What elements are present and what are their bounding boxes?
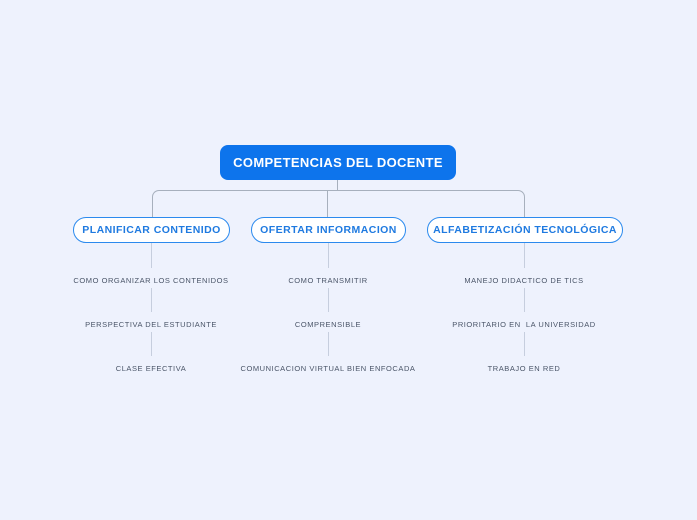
leaf-connector-1-0 bbox=[328, 243, 329, 268]
leaf-connector-0-0 bbox=[151, 243, 152, 268]
leaf-connector-0-1 bbox=[151, 288, 152, 312]
leaf-node[interactable]: COMPRENSIBLE bbox=[228, 317, 428, 331]
leaf-node-label: MANEJO DIDACTICO DE TICS bbox=[464, 275, 584, 285]
leaf-connector-2-1 bbox=[524, 288, 525, 312]
leaf-connector-2-2 bbox=[524, 332, 525, 356]
leaf-node[interactable]: COMO TRANSMITIR bbox=[228, 273, 428, 287]
leaf-node-label: PRIORITARIO EN LA UNIVERSIDAD bbox=[452, 319, 596, 329]
leaf-node[interactable]: MANEJO DIDACTICO DE TICS bbox=[424, 273, 624, 287]
branch-node-label: ALFABETIZACIÓN TECNOLÓGICA bbox=[433, 224, 617, 236]
leaf-node-label: CLASE EFECTIVA bbox=[115, 363, 187, 373]
branch-node-label: PLANIFICAR CONTENIDO bbox=[82, 224, 221, 236]
branch-connector-stub-middle bbox=[327, 190, 329, 218]
branch-node-alfabetizacion-tecnologica[interactable]: ALFABETIZACIÓN TECNOLÓGICA bbox=[427, 217, 623, 243]
leaf-node-label: COMO TRANSMITIR bbox=[288, 275, 368, 285]
leaf-node-label: COMO ORGANIZAR LOS CONTENIDOS bbox=[73, 275, 229, 285]
branch-node-ofertar-informacion[interactable]: OFERTAR INFORMACION bbox=[251, 217, 406, 243]
leaf-node[interactable]: COMUNICACION VIRTUAL BIEN ENFOCADA bbox=[228, 361, 428, 375]
leaf-node[interactable]: PRIORITARIO EN LA UNIVERSIDAD bbox=[424, 317, 624, 331]
leaf-node[interactable]: CLASE EFECTIVA bbox=[51, 361, 251, 375]
leaf-connector-0-2 bbox=[151, 332, 152, 356]
branch-distribution-bus bbox=[152, 190, 525, 218]
leaf-connector-1-1 bbox=[328, 288, 329, 312]
leaf-connector-2-0 bbox=[524, 243, 525, 268]
branch-node-planificar-contenido[interactable]: PLANIFICAR CONTENIDO bbox=[73, 217, 230, 243]
leaf-node-label: COMPRENSIBLE bbox=[294, 319, 362, 329]
leaf-node[interactable]: PERSPECTIVA DEL ESTUDIANTE bbox=[51, 317, 251, 331]
leaf-node-label: TRABAJO EN RED bbox=[487, 363, 561, 373]
root-connector-stub bbox=[337, 180, 339, 191]
leaf-node-label: PERSPECTIVA DEL ESTUDIANTE bbox=[85, 319, 217, 329]
leaf-node[interactable]: TRABAJO EN RED bbox=[424, 361, 624, 375]
branch-node-label: OFERTAR INFORMACION bbox=[260, 224, 397, 236]
leaf-node[interactable]: COMO ORGANIZAR LOS CONTENIDOS bbox=[51, 273, 251, 287]
root-node[interactable]: COMPETENCIAS DEL DOCENTE bbox=[220, 145, 456, 180]
root-node-label: COMPETENCIAS DEL DOCENTE bbox=[233, 155, 443, 170]
leaf-node-label: COMUNICACION VIRTUAL BIEN ENFOCADA bbox=[240, 363, 416, 373]
leaf-connector-1-2 bbox=[328, 332, 329, 356]
